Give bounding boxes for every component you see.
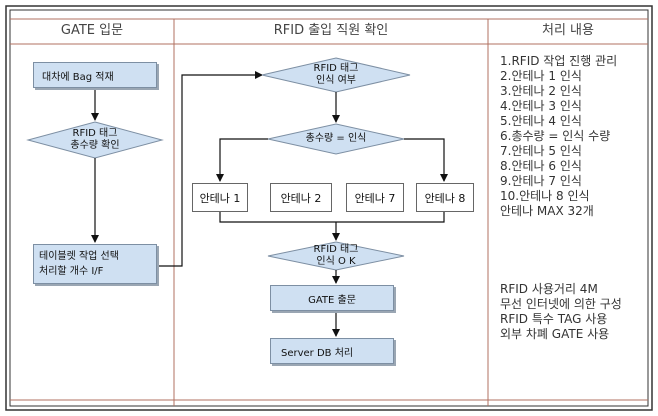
- antenna-box-1: 안테나 1: [192, 183, 248, 212]
- antenna-2-label: 안테나 2: [280, 191, 322, 205]
- column-header-process: 처리 내용: [542, 23, 594, 38]
- antenna-box-7: 안테나 7: [346, 183, 404, 212]
- note-item: RFID 특수 TAG 사용: [500, 312, 608, 326]
- rfid-ok-label: RFID 태그 인식 O K: [286, 244, 386, 268]
- rfid-detect-line1: RFID 태그: [313, 63, 359, 74]
- column-header-rfid: RFID 출입 직원 확인: [273, 23, 389, 38]
- tag-check-label: RFID 태그 총수량 확인: [40, 128, 150, 152]
- rfid-ok-line1: RFID 태그: [313, 244, 359, 255]
- process-item: 5.안테나 4 인식: [500, 114, 582, 128]
- tag-check-line1: RFID 태그: [72, 128, 118, 139]
- process-item: 6.총수량 = 인식 수량: [500, 129, 611, 143]
- note-item: RFID 사용거리 4M: [500, 282, 598, 296]
- process-item: 4.안테나 3 인식: [500, 99, 582, 113]
- process-item: 7.안테나 5 인식: [500, 144, 582, 158]
- antenna-1-label: 안테나 1: [199, 191, 241, 205]
- tag-check-line2: 총수량 확인: [70, 140, 120, 151]
- process-list: 1.RFID 작업 진행 관리 2.안테나 1 인식 3.안테나 2 인식 4.…: [500, 54, 617, 219]
- antenna-7-label: 안테나 7: [354, 191, 396, 205]
- process-item: 9.안테나 7 인식: [500, 174, 582, 188]
- process-item: 3.안테나 2 인식: [500, 84, 582, 98]
- rfid-detect-label: RFID 태그 인식 여부: [286, 63, 386, 87]
- total-eq-label: 총수량 = 인식: [305, 133, 367, 144]
- tablet-box: 테이블렛 작업 선택 처리할 개수 I/F: [33, 244, 157, 284]
- server-db-box: Server DB 처리: [270, 338, 394, 364]
- load-bag-label: 대차에 Bag 적재: [42, 71, 114, 83]
- gate-exit-label: GATE 출문: [308, 294, 356, 306]
- process-item: 안테나 MAX 32개: [500, 204, 594, 218]
- antenna-8-label: 안테나 8: [424, 191, 466, 205]
- process-item: 1.RFID 작업 진행 관리: [500, 54, 618, 68]
- antenna-box-2: 안테나 2: [270, 183, 332, 212]
- tablet-line1: 테이블렛 작업 선택: [39, 251, 119, 262]
- note-item: 무선 인터넷에 의한 구성: [500, 297, 622, 311]
- process-item: 10.안테나 8 인식: [500, 189, 590, 203]
- note-item: 외부 차폐 GATE 사용: [500, 327, 610, 341]
- rfid-detect-line2: 인식 여부: [316, 75, 356, 86]
- antenna-box-8: 안테나 8: [416, 183, 474, 212]
- load-bag-box: 대차에 Bag 적재: [33, 62, 157, 88]
- server-db-label: Server DB 처리: [281, 347, 354, 359]
- tablet-line2: 처리할 개수 I/F: [39, 266, 104, 277]
- process-item: 8.안테나 6 인식: [500, 159, 582, 173]
- column-header-gate: GATE 입문: [60, 23, 124, 38]
- notes-list: RFID 사용거리 4M 무선 인터넷에 의한 구성 RFID 특수 TAG 사…: [500, 282, 622, 342]
- gate-exit-box: GATE 출문: [270, 285, 394, 311]
- total-eq-diamond: [267, 123, 405, 155]
- rfid-ok-line2: 인식 O K: [316, 256, 356, 267]
- process-item: 2.안테나 1 인식: [500, 69, 582, 83]
